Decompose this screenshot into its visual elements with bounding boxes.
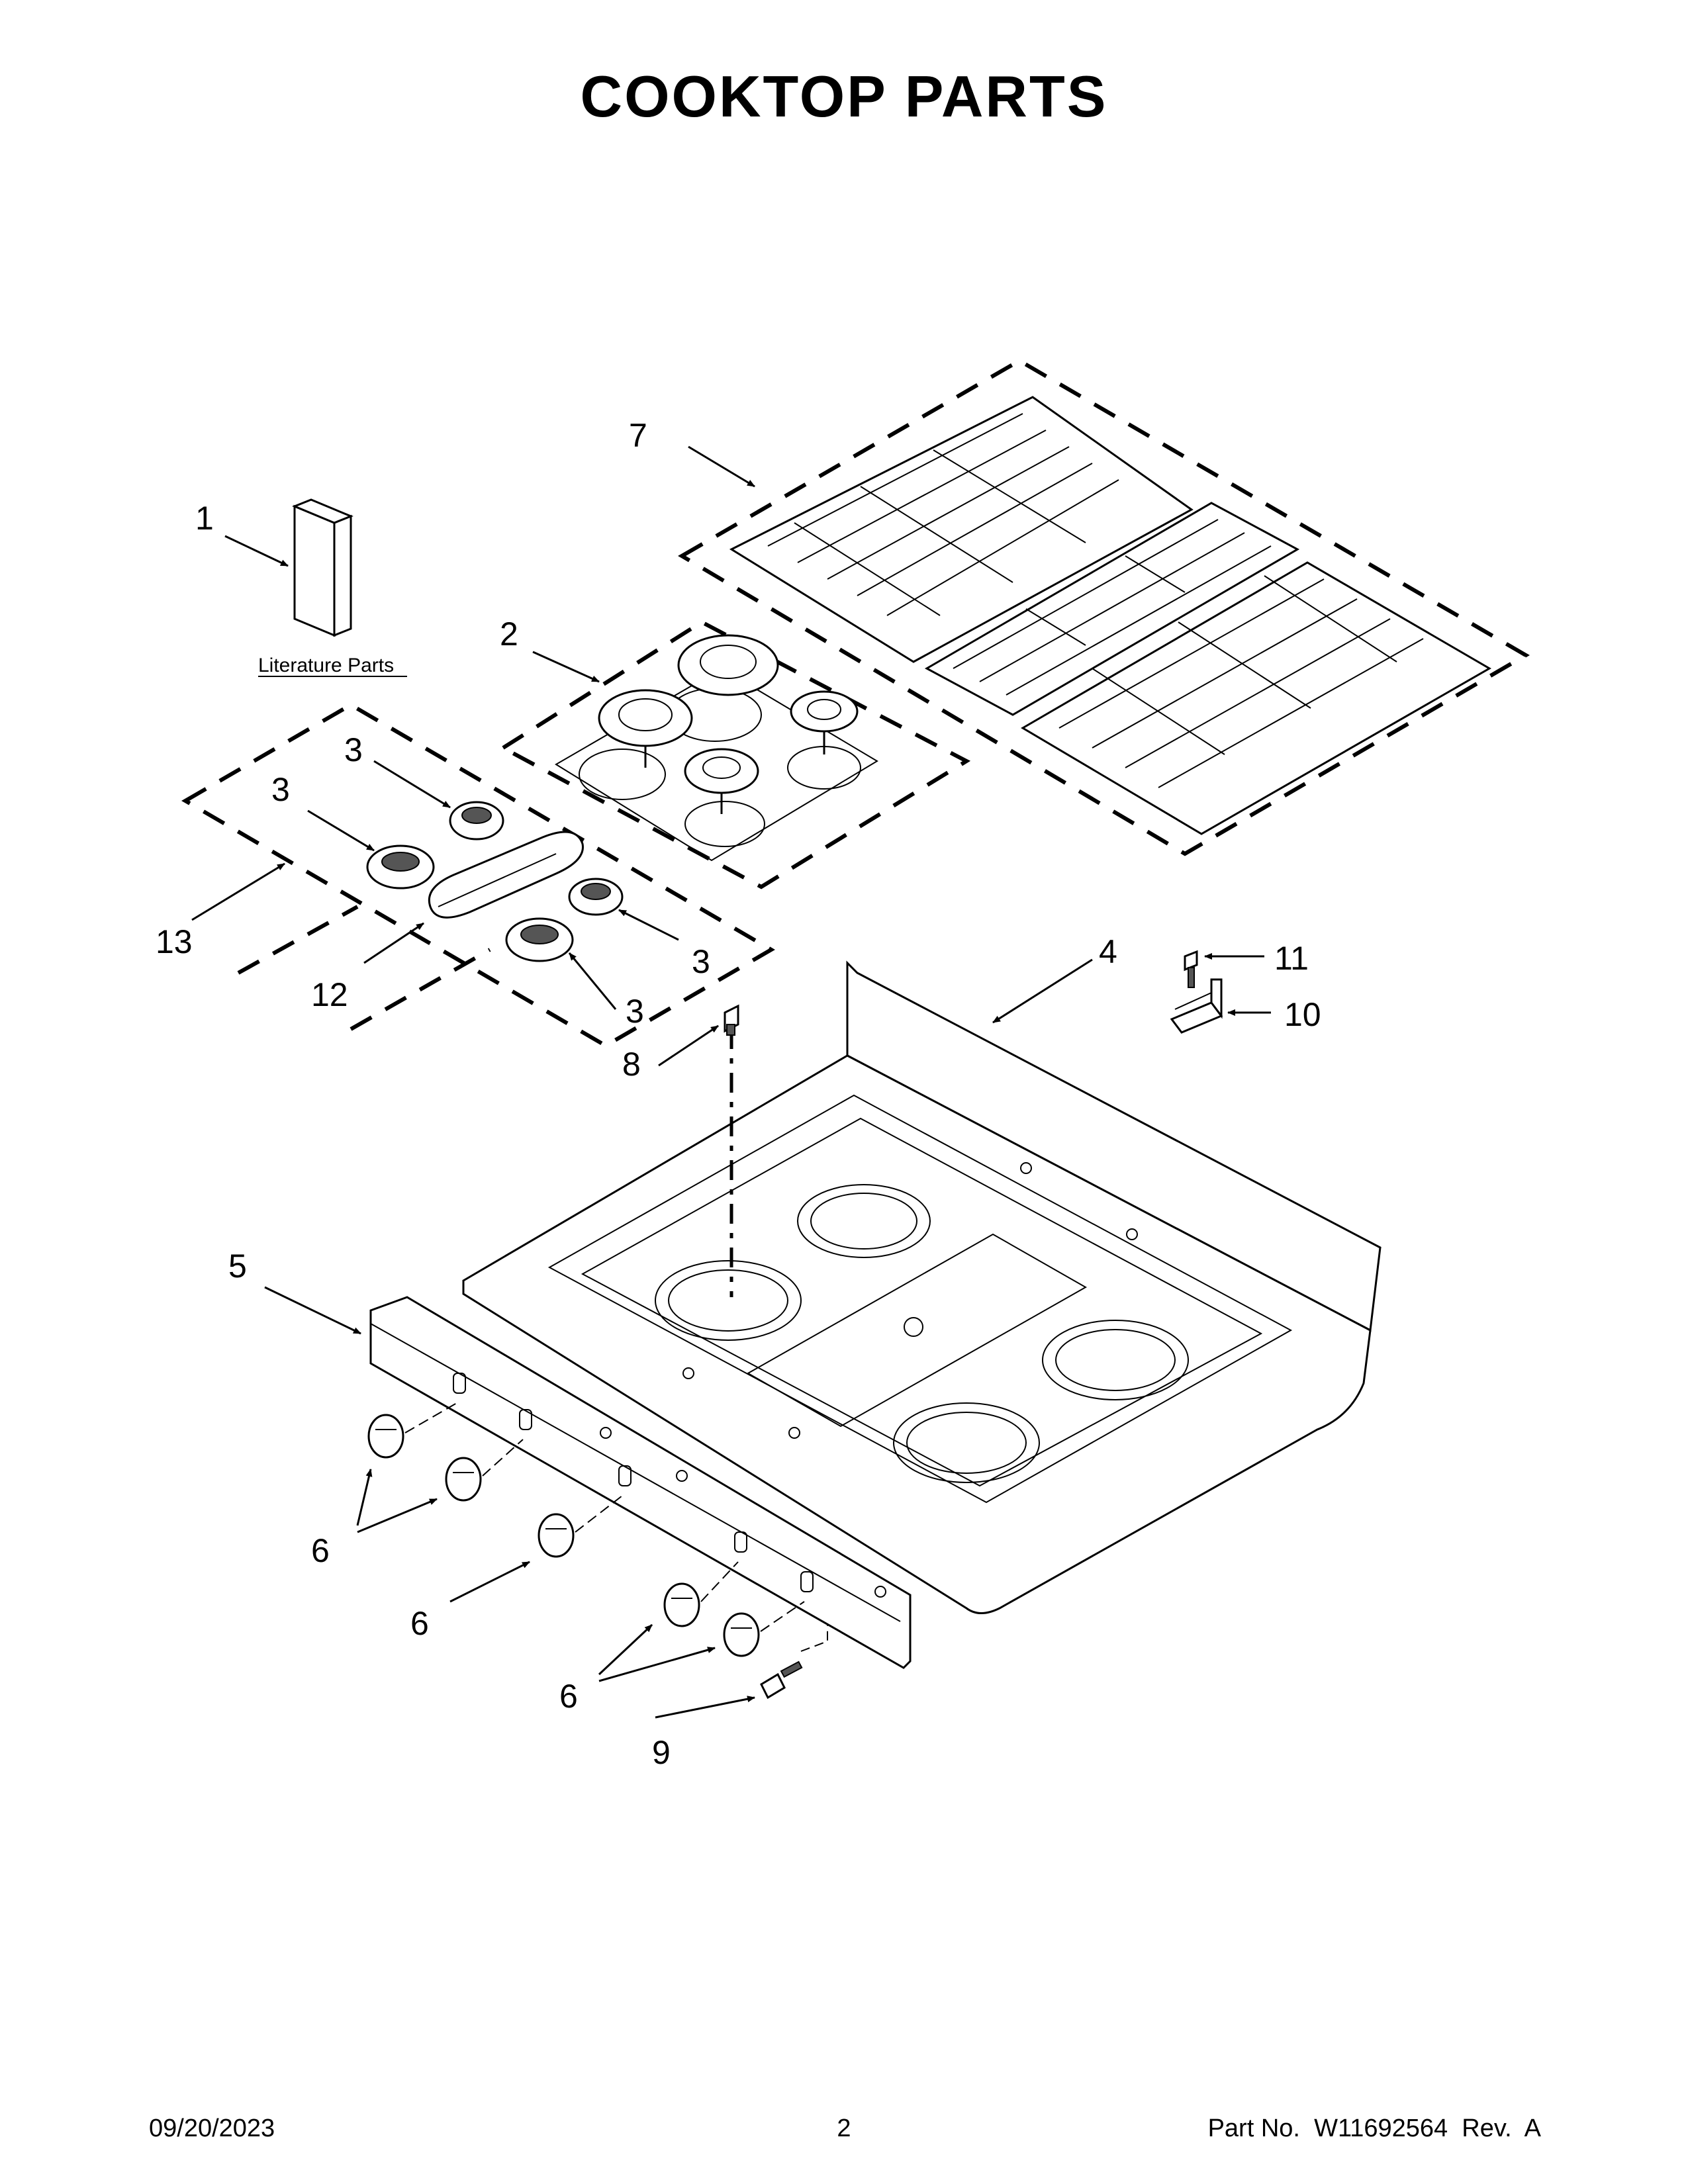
callout-10: 10 xyxy=(1284,996,1321,1033)
cooktop xyxy=(462,960,1382,1614)
left-grate xyxy=(729,396,1194,663)
burner-caps-group xyxy=(499,619,971,889)
knob-3 xyxy=(538,1495,623,1558)
callout-3-rear: 3 xyxy=(344,731,363,768)
cooktop-backguard xyxy=(846,960,1382,1332)
callout-leaders xyxy=(191,445,1271,1719)
knob-5 xyxy=(723,1601,805,1657)
knob-4 xyxy=(663,1561,739,1627)
literature-parts-booklet xyxy=(292,498,353,637)
manifold-panel-body xyxy=(369,1296,912,1669)
callout-8: 8 xyxy=(622,1046,641,1083)
burner-cap-front xyxy=(684,748,759,794)
callout-3-left: 3 xyxy=(271,771,290,808)
knob-1 xyxy=(367,1402,457,1459)
cooktop-burner-ring-rear xyxy=(797,1184,931,1258)
callout-7: 7 xyxy=(629,417,647,454)
burner-cap-right xyxy=(790,690,859,733)
right-grate xyxy=(1021,561,1491,835)
callout-3-right: 3 xyxy=(692,943,710,980)
callout-13: 13 xyxy=(156,923,193,960)
screw-11 xyxy=(1184,950,1198,988)
callout-3-front: 3 xyxy=(626,993,644,1030)
callout-9: 9 xyxy=(652,1734,671,1771)
cooktop-burner-ring-right xyxy=(1042,1320,1189,1400)
footer-page-number: 2 xyxy=(837,2115,851,2142)
cooktop-surface xyxy=(462,1054,1372,1614)
screw-9 xyxy=(760,1625,828,1700)
footer-date: 09/20/2023 xyxy=(149,2115,275,2142)
cooktop-burner-ring-front xyxy=(893,1402,1040,1483)
callout-6-a: 6 xyxy=(311,1532,330,1569)
callout-11: 11 xyxy=(1274,940,1309,977)
cooktop-burner-ring-left xyxy=(655,1260,802,1341)
burner-caps-dashed-boundary xyxy=(499,619,971,889)
manifold-panel xyxy=(369,1296,912,1669)
callout-6-b: 6 xyxy=(410,1605,429,1642)
callout-6-c: 6 xyxy=(559,1678,578,1715)
middle-grate xyxy=(924,502,1300,716)
screw-8 xyxy=(724,1004,739,1036)
knob-2 xyxy=(445,1439,524,1502)
bracket-10 xyxy=(1170,978,1223,1034)
burner-bases-dashed-boundary xyxy=(181,702,775,1048)
literature-parts-label: Literature Parts xyxy=(258,655,394,676)
grates-dashed-boundary xyxy=(678,358,1530,856)
burner-bases-group xyxy=(181,702,775,1048)
oval-burner xyxy=(428,831,584,919)
burner-cap-rear xyxy=(677,634,779,696)
grates-group xyxy=(678,358,1530,856)
callout-4: 4 xyxy=(1099,933,1117,970)
callout-1: 1 xyxy=(195,500,214,537)
control-knobs xyxy=(367,1402,805,1657)
callout-12: 12 xyxy=(311,976,348,1013)
footer-part-number: Part No. W11692564 Rev. A xyxy=(1207,2115,1541,2142)
page-title: COOKTOP PARTS xyxy=(580,64,1108,129)
callout-5: 5 xyxy=(228,1248,247,1285)
callout-2: 2 xyxy=(500,615,518,653)
